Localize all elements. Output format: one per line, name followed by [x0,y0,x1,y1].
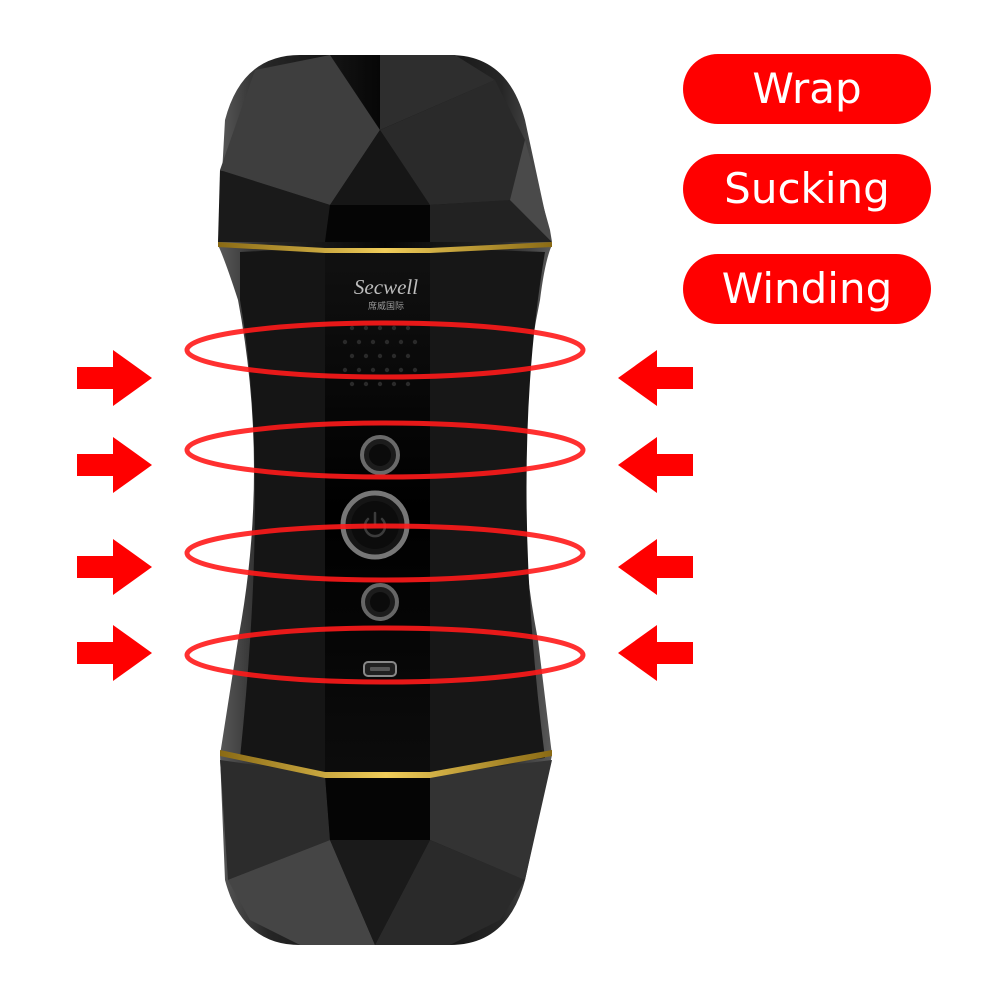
gold-trim-top [218,242,552,253]
left-pressure-arrows [77,350,152,681]
motion-rings [184,320,586,685]
motion-ring [184,420,586,480]
bottom-facets [220,760,552,945]
right-pressure-arrows [618,350,693,681]
motion-ring [184,625,586,685]
speed-button[interactable] [361,583,399,621]
arrow-right-icon [77,437,152,493]
feature-badge-wrap: Wrap [683,54,931,124]
arrow-left-icon [618,539,693,595]
feature-list: Wrap Sucking Winding [683,54,931,354]
arrow-right-icon [77,625,152,681]
speaker-grille [342,325,418,387]
arrow-right-icon [77,539,152,595]
mode-button[interactable] [360,435,400,475]
arrow-right-icon [77,350,152,406]
arrow-left-icon [618,350,693,406]
arrow-left-icon [618,625,693,681]
usb-port [363,661,397,677]
gold-trim-bottom [220,750,552,778]
arrow-left-icon [618,437,693,493]
top-facets [218,55,552,242]
feature-badge-sucking: Sucking [683,154,931,224]
feature-badge-winding: Winding [683,254,931,324]
motion-ring [184,523,586,583]
device-body [218,55,552,945]
motion-ring [184,320,586,380]
brand-logo: Secwell [354,275,418,299]
brand-subtitle: 席威国际 [368,300,404,312]
